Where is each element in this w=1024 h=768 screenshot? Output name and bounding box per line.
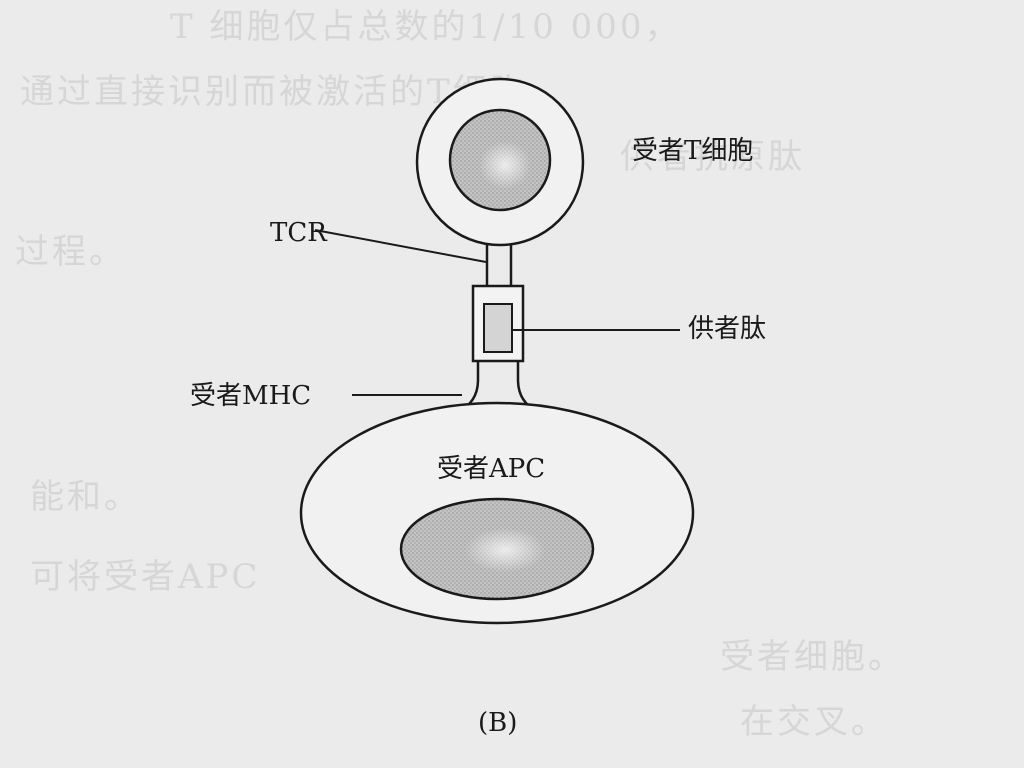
bleed-through-text: T 细胞仅占总数的1/10 000， bbox=[170, 7, 682, 47]
bleed-through-text: 供者抗原肽 bbox=[620, 137, 805, 177]
mhc-label: 受者MHC bbox=[190, 381, 312, 411]
tcr-receptor bbox=[485, 244, 513, 286]
apc-nucleus-highlight bbox=[465, 528, 545, 572]
panel-label: (B) bbox=[478, 708, 518, 738]
bleed-through-text: 过程。 bbox=[15, 232, 126, 272]
apc-cell bbox=[299, 401, 695, 625]
bleed-through-text: 在交叉。 bbox=[740, 702, 888, 742]
peptide-block bbox=[483, 303, 513, 353]
bleed-through-text: 可将受者APC bbox=[30, 557, 261, 597]
t-cell bbox=[415, 77, 585, 247]
peptide-label: 供者肽 bbox=[688, 314, 767, 344]
tcr-peptide-mhc-complex bbox=[471, 284, 525, 363]
tcr-leader-line bbox=[314, 229, 487, 263]
t-cell-label: 受者T细胞 bbox=[632, 136, 754, 166]
t-cell-nucleus-highlight bbox=[479, 141, 531, 189]
apc-label: 受者APC bbox=[437, 454, 546, 484]
bleed-through-text: 受者细胞。 bbox=[720, 637, 905, 677]
bleed-through-text: 能和。 bbox=[30, 477, 141, 517]
tcr-label: TCR bbox=[270, 218, 327, 248]
